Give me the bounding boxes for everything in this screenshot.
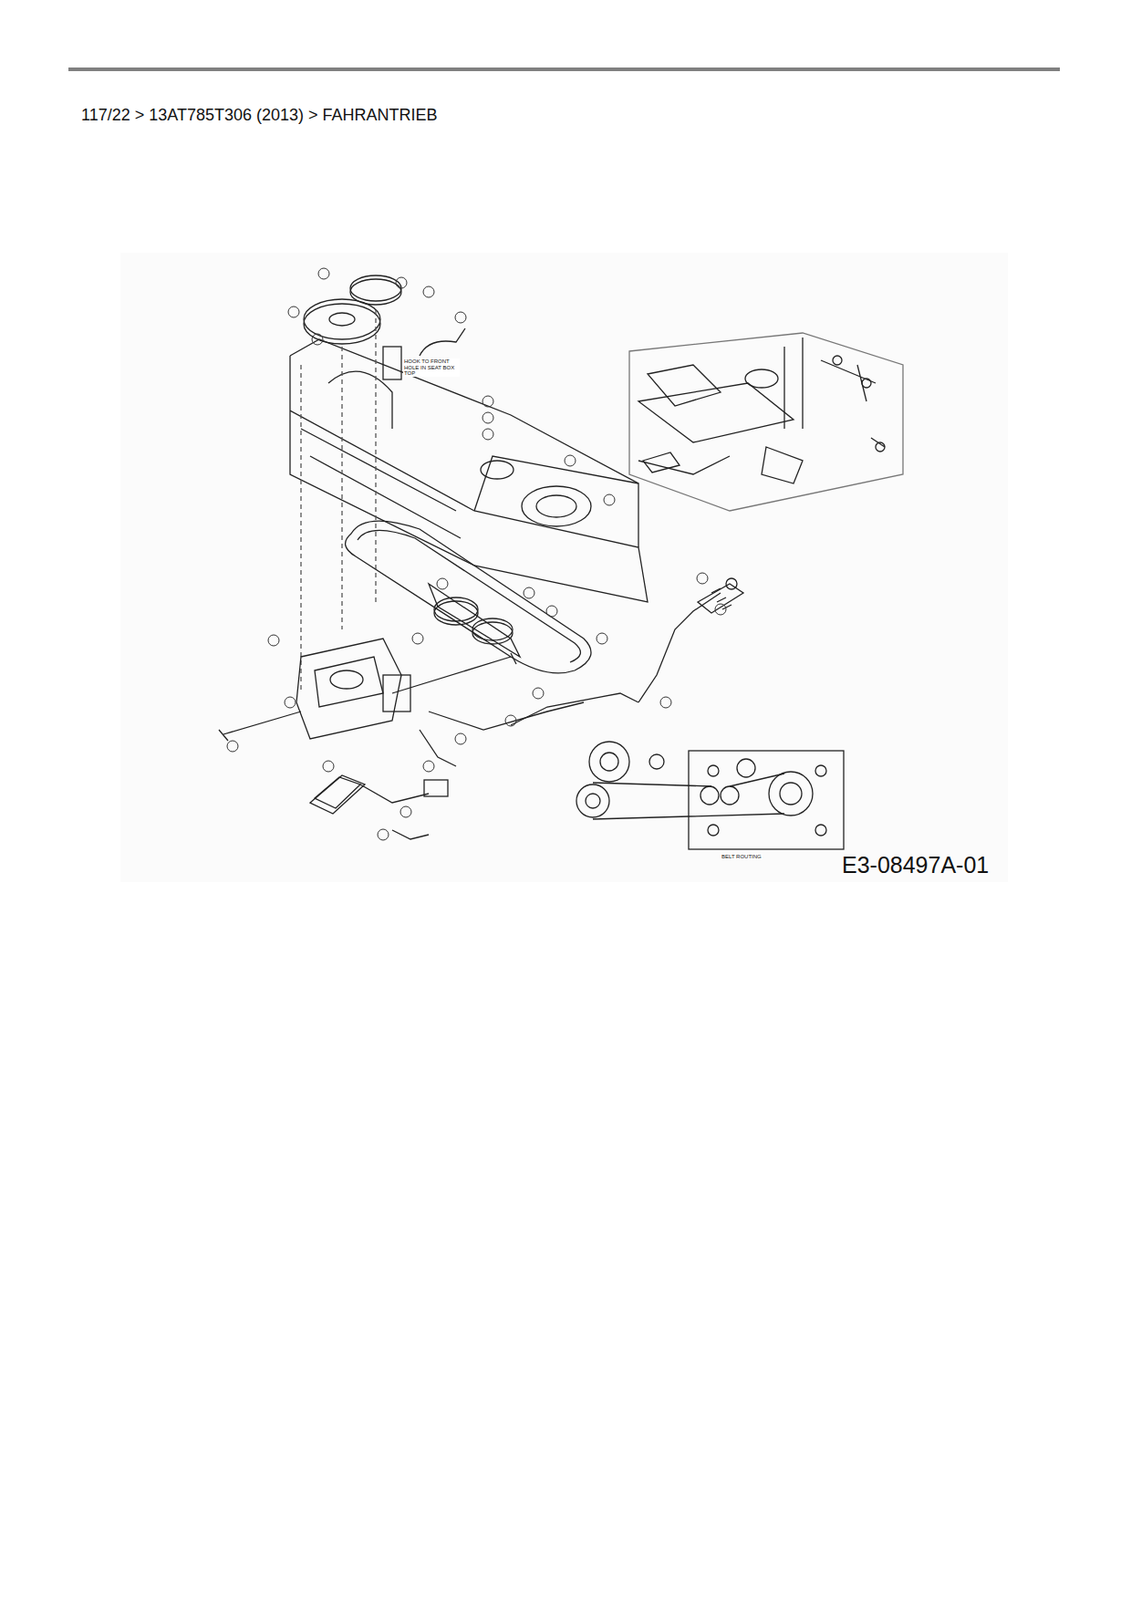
breadcrumb-title: 117/22 > 13AT785T306 (2013) > FAHRANTRIE… xyxy=(81,105,438,125)
drawing-number: E3-08497A-01 xyxy=(841,851,989,879)
inset-caption: BELT ROUTING xyxy=(720,853,763,860)
assembly-note: HOOK TO FRONT HOLE IN SEAT BOX TOP xyxy=(403,358,460,377)
header-rule xyxy=(68,67,1060,72)
drive-drawing xyxy=(218,268,903,850)
illustration-ground xyxy=(120,252,1008,882)
